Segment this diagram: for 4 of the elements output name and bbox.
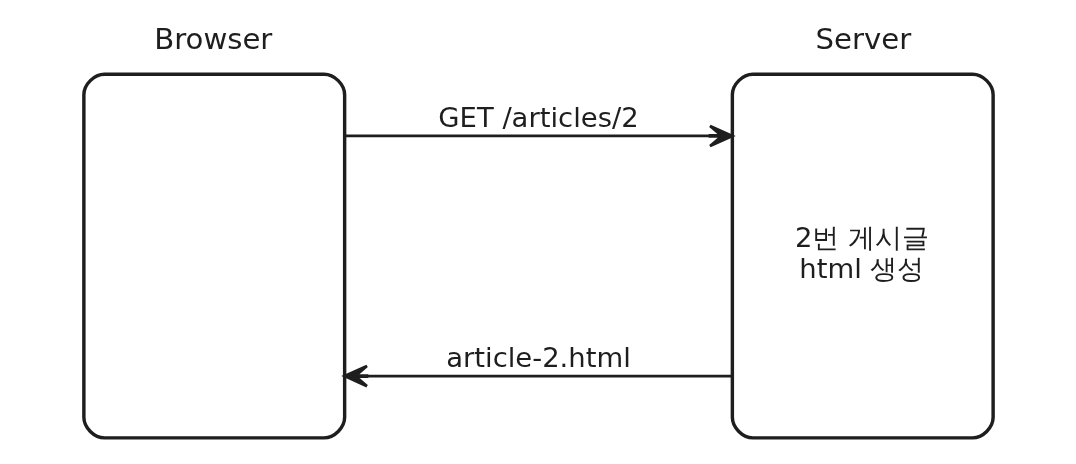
node-label: Browser	[153, 22, 272, 57]
edge-label: GET /articles/2	[437, 102, 639, 134]
edge-label: article-2.html	[445, 342, 631, 374]
node-label: Server	[815, 22, 911, 57]
